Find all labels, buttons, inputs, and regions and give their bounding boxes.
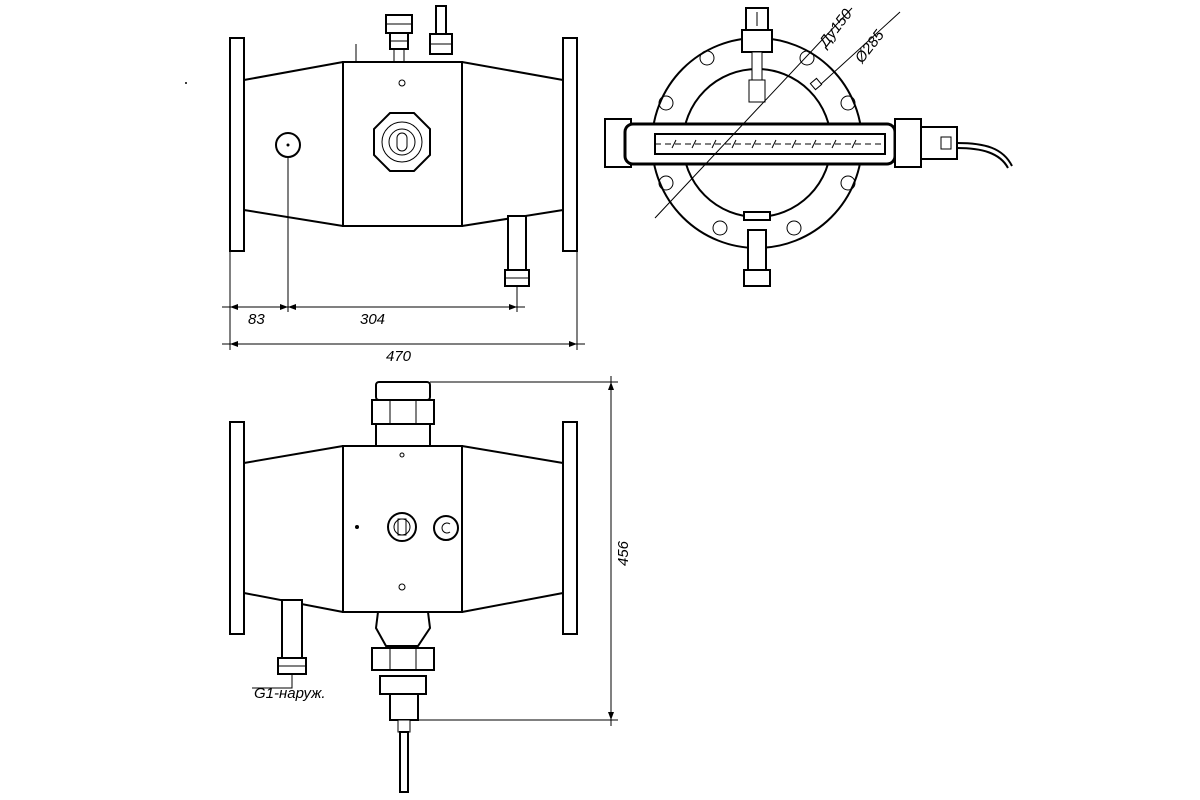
front-dimensions [222,157,585,350]
bottom-drain [504,215,530,287]
element-hatch [671,139,857,149]
stray-dot [185,82,187,84]
sight-center-dot [286,143,290,147]
drain-fitting-2 [277,599,307,675]
leader-dn [654,7,853,219]
side-view: G1-наруж. 456 [229,376,632,793]
right-flange-2 [562,421,578,635]
height-dimension [418,376,618,726]
bottom-probe [743,211,771,287]
left-cone-2 [243,445,344,613]
central-body-2 [342,445,463,613]
right-cone [461,61,564,227]
top-fitting-left [385,14,413,63]
sensor-cable [956,142,1013,169]
thread-leader [252,674,293,689]
top-fitting-right [429,5,453,55]
right-flange [562,37,578,252]
section-view: Ду150 Ø285 [604,5,1013,287]
dim-dn150: Ду150 [815,5,857,52]
dim-456: 456 [615,540,632,566]
center-fitting [387,512,417,542]
sensor-rod [399,731,409,793]
dim-470: 470 [386,348,412,365]
small-hole [398,79,406,87]
nut-inner-ring [388,128,416,156]
right-cone-2 [461,445,564,613]
sensor-housing-right [894,118,922,168]
dim-83: 83 [248,311,265,328]
left-flange-2 [229,421,245,635]
dim-d285: Ø285 [851,27,888,68]
leader-d285 [819,11,901,86]
side-port [433,515,459,541]
sensor-connector [920,126,958,160]
left-cone [243,61,344,227]
nut-ring [381,121,423,163]
top-probe [741,7,773,103]
thread-callout: G1-наруж. [254,685,326,702]
bottom-stack [371,611,435,793]
front-view: 83 304 470 [185,5,585,365]
dim-304: 304 [360,311,385,328]
top-stack [371,381,435,447]
left-flange [229,37,245,252]
nut-slot [396,132,408,152]
bolt-holes [658,50,856,236]
